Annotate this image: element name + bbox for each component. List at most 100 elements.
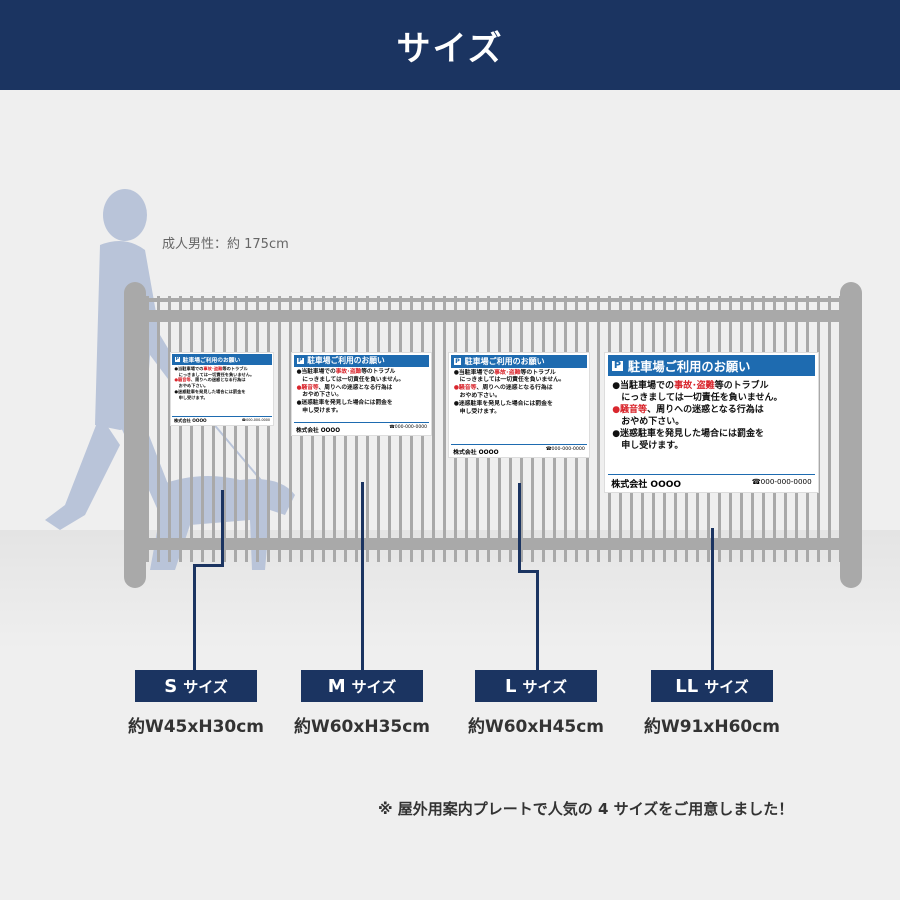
sign-text: にっきましては一切責任を負いません。 [621,392,783,403]
sign-text: にっきましては一切責任を負いません。 [178,371,255,377]
parking-icon: P [173,355,181,363]
size-label-l: L サイズ [475,670,597,702]
connector-s [193,564,196,670]
footnote: ※ 屋外用案内プレートで人気の 4 サイズをご用意しました！ [378,800,794,818]
sign-text-red: 事故･盗難 [494,369,521,376]
size-letter: LL [675,675,699,697]
parking-icon: P [452,356,463,366]
size-suffix: サイズ [183,677,228,696]
fence-top-rail [146,298,840,302]
sign-text-red: ●騒音等 [612,404,648,415]
connector-m [361,482,364,670]
size-suffix: サイズ [522,677,568,696]
sign-company: 株式会社 OOOO [611,479,682,490]
sign-text-red: 事故･盗難 [203,365,223,371]
sign-text: 、周りへの迷惑となる行為は [476,385,553,392]
header-banner: サイズ [0,0,900,90]
size-letter: M [327,675,346,697]
size-suffix: サイズ [704,677,749,696]
sign-title: 駐車場ご利用のお願い [464,356,545,366]
sign-body: ●当駐車場での事故･盗難等のトラブル にっきましては一切責任を負いません。 ●騒… [292,367,431,422]
sign-text: ●当駐車場での [453,369,495,376]
sign-text: おやめ下さい。 [302,392,343,399]
sign-tel: ☎000-000-0000 [389,424,428,430]
sign-body: ●当駐車場での事故･盗難等のトラブル にっきましては一切責任を負いません。 ●騒… [449,368,589,445]
sign-title: 駐車場ご利用のお願い [627,359,751,374]
sign-text: ●当駐車場での [174,365,204,371]
sign-text: 等のトラブル [520,369,556,376]
sign-footer: 株式会社 OOOO ☎000-000-0000 [607,473,816,493]
connector-s [221,490,224,566]
size-dimensions-s: 約W45xH30cm [127,717,265,737]
sign-company: 株式会社 OOOO [453,449,499,456]
connector-ll [711,528,714,670]
sign-body: ●当駐車場での事故･盗難等のトラブル にっきましては一切責任を負いません。 ●騒… [605,376,818,473]
sign-body: ●当駐車場での事故･盗難等のトラブル にっきましては一切責任を負いません。 ●騒… [171,365,273,416]
size-letter: S [164,675,178,697]
parking-icon: P [610,359,624,373]
size-letter: L [504,675,517,697]
size-label-s: S サイズ [135,670,257,702]
sign-text: 、周りへの迷惑となる行為は [190,377,246,383]
sign-text: ●当駐車場での [612,380,675,391]
sign-text-red: ●騒音等 [453,385,477,392]
size-dimensions-l: 約W60xH45cm [467,717,605,737]
sign-text: おやめ下さい。 [178,383,209,389]
fence-post-right [840,282,862,588]
sign-company: 株式会社 OOOO [295,427,341,434]
connector-l [536,570,539,670]
size-label-ll: LL サイズ [651,670,773,702]
sign-text-red: 事故･盗難 [674,380,715,391]
sign-text: ●迷惑駐車を発見した場合には罰金を [174,388,246,394]
sign-text: ●当駐車場での [296,369,336,376]
sign-text: 等のトラブル [222,365,248,371]
sign-tel: ☎000-000-0000 [241,417,271,422]
parking-icon: P [295,356,305,366]
sign-text: 申し受けます。 [302,407,342,414]
sign-footer: 株式会社 OOOO ☎000-000-0000 [450,444,588,457]
page-title: サイズ [396,28,504,69]
sign-text-red: ●騒音等 [296,384,319,391]
connector-s [193,564,224,567]
sign-footer: 株式会社 OOOO ☎000-000-0000 [293,422,430,435]
connector-l [518,570,539,573]
sign-text: おやめ下さい。 [621,416,685,427]
size-dimensions-ll: 約W91xH60cm [643,717,781,737]
sign-text: 、周りへの迷惑となる行為は [318,384,393,391]
size-suffix: サイズ [351,677,397,696]
fence-lower-rail [146,538,840,550]
sign-text: ●迷惑駐車を発見した場合には罰金を [453,401,553,408]
sign-text: 申し受けます。 [621,441,684,452]
sign-text-red: ●騒音等 [174,377,191,383]
size-label-m: M サイズ [301,670,423,702]
sign-text: ●迷惑駐車を発見した場合には罰金を [296,400,393,407]
sign-text: にっきましては一切責任を負いません。 [459,377,565,384]
sign-company: 株式会社 OOOO [173,417,207,423]
sign-text: 、周りへの迷惑となる行為は [647,404,764,415]
sign-text-red: 事故･盗難 [335,369,362,376]
sign-footer: 株式会社 OOOO ☎000-000-0000 [172,415,272,425]
fence-post-left [124,282,146,588]
sign-text: 等のトラブル [361,369,396,376]
sign-tel: ☎000-000-0000 [751,476,812,486]
sign-title: 駐車場ご利用のお願い [307,356,385,366]
sign-text: 申し受けます。 [178,394,208,400]
fence-upper-rail [146,310,840,322]
size-dimensions-m: 約W60xH35cm [293,717,431,737]
sign-title: 駐車場ご利用のお願い [182,357,241,364]
sign-text: にっきましては一切責任を負いません。 [302,377,405,384]
connector-l [518,483,521,572]
sign-tel: ☎000-000-0000 [545,446,585,452]
sign-text: ●迷惑駐車を発見した場合には罰金を [612,429,765,440]
sign-text: 申し受けます。 [459,409,501,416]
sign-text: 等のトラブル [714,380,769,391]
sign-text: おやめ下さい。 [459,393,501,400]
